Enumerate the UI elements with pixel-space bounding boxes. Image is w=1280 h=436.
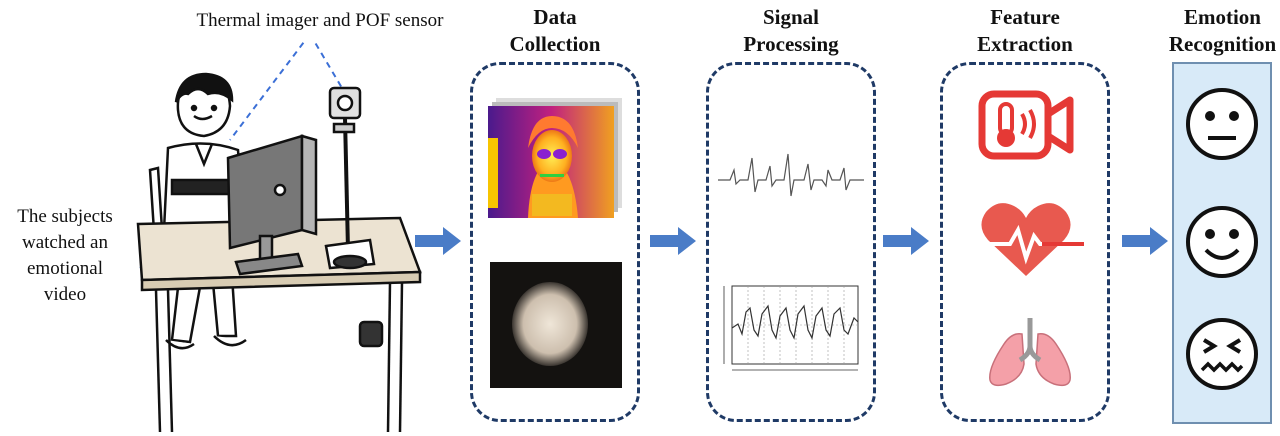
experiment-scene-illustration (136, 40, 422, 433)
filtered-signal-plot (723, 285, 859, 371)
stage-title-line: Signal (762, 5, 820, 29)
sensor-pointer-line (312, 40, 343, 89)
sensor-pointer-line (229, 40, 307, 141)
data-collection-box (470, 62, 640, 422)
raw-signal-waveform (718, 153, 864, 197)
stage-title-signal-processing: Signal Processing (706, 4, 876, 58)
stage-title-line: Emotion (1183, 5, 1261, 29)
sensor-tripod (324, 86, 376, 270)
flow-arrow (1122, 227, 1168, 255)
flow-arrow (415, 227, 461, 255)
heart-rate-icon (981, 203, 1084, 276)
signal-processing-box (706, 62, 876, 422)
distressed-face-icon (1186, 318, 1258, 390)
stage-title-line: Collection (509, 32, 601, 56)
subject-label-line: The subjects (17, 206, 113, 227)
stage-title-line: Extraction (977, 32, 1073, 56)
stage-title-line: Feature (990, 5, 1060, 29)
neutral-face-icon (1186, 88, 1258, 160)
stage-title-feature-extraction: Feature Extraction (940, 4, 1110, 58)
feature-extraction-box (940, 62, 1110, 422)
thermal-image (488, 98, 622, 218)
subject-label-line: emotional (27, 258, 103, 279)
subject-label-line: watched an (22, 232, 108, 253)
stage-title-line: Processing (743, 32, 839, 56)
stage-title-line: Data (533, 5, 577, 29)
stage-title-line: Recognition (1168, 32, 1277, 56)
thermal-camera-icon (978, 90, 1074, 160)
happy-face-icon (1186, 206, 1258, 278)
sensor-label: Thermal imager and POF sensor (196, 10, 444, 31)
stage-title-emotion-recognition: Emotion Recognition (1165, 4, 1280, 58)
flow-arrow (883, 227, 929, 255)
subject-label-line: video (43, 284, 87, 305)
subject-label: The subjects watched an emotional video (0, 204, 130, 308)
monitor (226, 134, 318, 276)
pof-sensor-image (490, 262, 622, 388)
flow-arrow (650, 227, 696, 255)
stage-title-data-collection: Data Collection (470, 4, 640, 58)
lungs-icon (989, 318, 1071, 387)
